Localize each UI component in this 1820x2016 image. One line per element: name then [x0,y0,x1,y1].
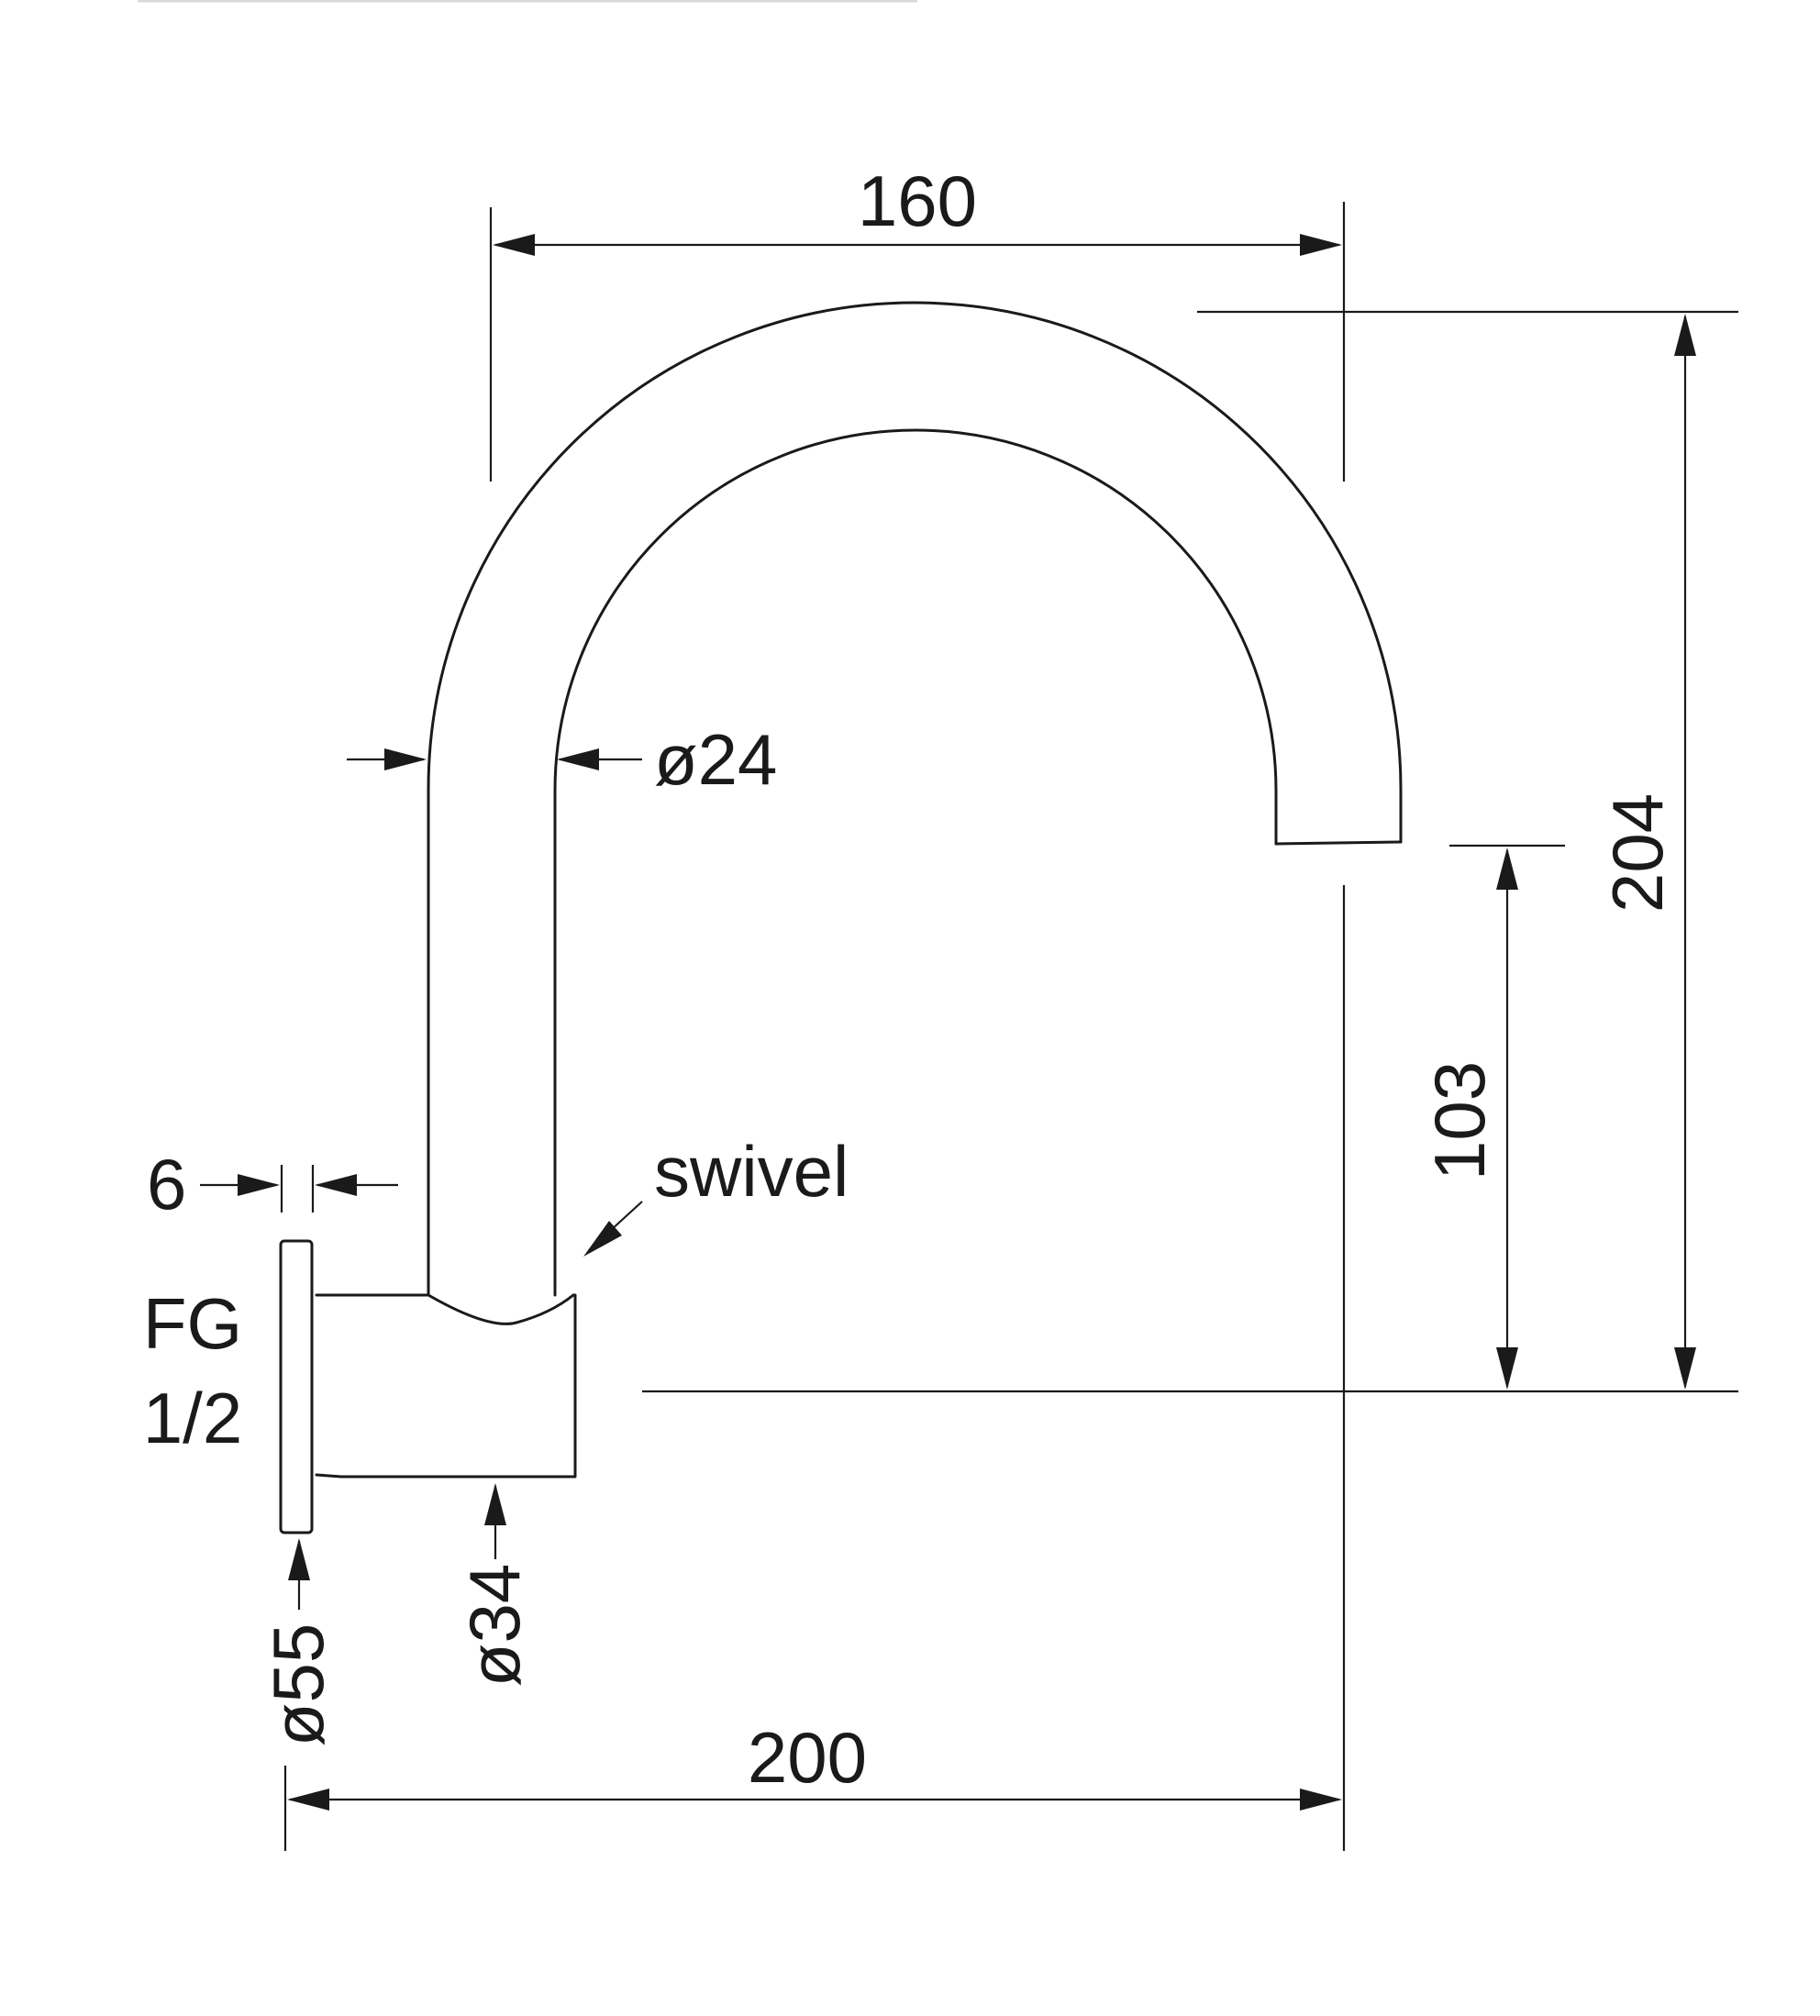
dim-label-d55: ø55 [258,1623,338,1746]
dimension-204: 204 [1597,314,1696,1390]
dimension-d34: ø34 [454,1483,535,1687]
dimension-d24: ø24 [347,719,777,800]
dimension-6: 6 [147,1144,398,1224]
thread-label-line2: 1/2 [143,1378,242,1458]
spout-outer-curve [427,301,1403,844]
dimension-160: 160 [493,161,1342,256]
thread-label-line1: FG [143,1283,242,1364]
dim-label-6: 6 [147,1144,186,1224]
dim-label-160: 160 [858,161,977,241]
dimension-d55: ø55 [258,1538,338,1746]
extension-lines [283,202,1738,1851]
dim-label-103: 103 [1419,1061,1500,1180]
rosette-plate [279,1239,314,1534]
spout-outline [279,301,1403,1534]
dim-label-200: 200 [748,1717,867,1798]
swivel-label: swivel [654,1131,849,1212]
dimension-103: 103 [1419,847,1518,1390]
dim-label-d24: ø24 [654,719,777,800]
dim-label-204: 204 [1597,793,1678,913]
thread-callout: FG 1/2 [143,1283,242,1458]
swivel-callout: swivel [583,1131,849,1257]
body-outline [315,1293,577,1479]
spout-inner-curve [553,428,1278,846]
dim-label-d34: ø34 [454,1564,535,1687]
swivel-collar-curve [427,1293,575,1325]
dimension-200: 200 [287,1717,1342,1811]
spout-outlet-end [1274,840,1403,846]
